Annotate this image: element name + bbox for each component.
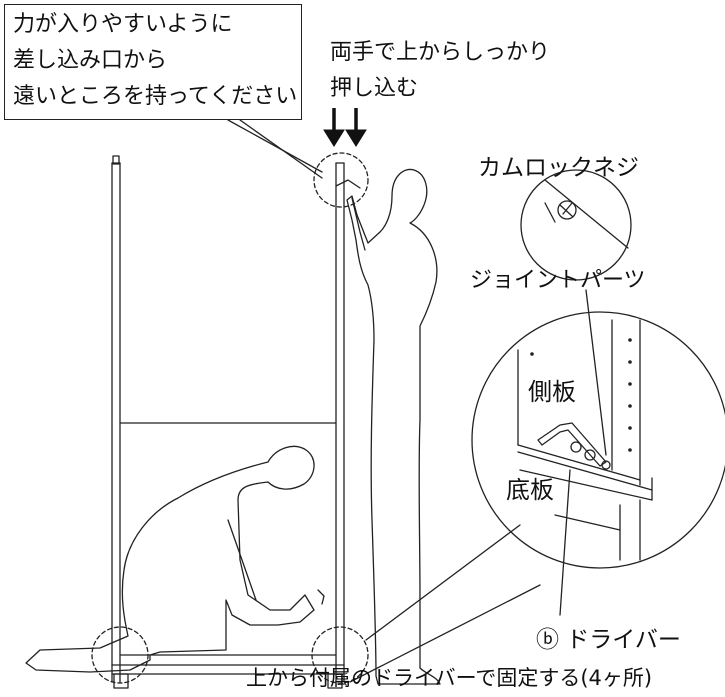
- push-down-arrows: [323, 108, 367, 147]
- cabinet-frame: [111, 155, 345, 689]
- fix-instruction-caption: 上から付属のドライバーで固定する(4ヶ所): [246, 666, 653, 690]
- cam-lock-hole: [570, 441, 582, 453]
- cam-lock-hole: [584, 449, 596, 461]
- standing-person-arm: [351, 197, 366, 251]
- panel-holes: [530, 338, 632, 452]
- kneeling-person: [25, 445, 315, 673]
- standing-person: [346, 168, 441, 685]
- callout-pointer-line: [239, 119, 323, 179]
- callout-line-1: 力が入りやすいように: [13, 12, 233, 37]
- lifted-shelf-grip: [335, 179, 361, 189]
- bottom-panel-label: 底板: [506, 476, 554, 504]
- right-corner-circle: [311, 626, 369, 684]
- driver-leader: [559, 469, 571, 616]
- kneeling-person-arm: [227, 519, 257, 601]
- cam-lock-hole: [601, 460, 611, 470]
- side-panel-label: 側板: [528, 378, 576, 406]
- zoom-leader-line: [365, 524, 521, 641]
- joint-parts-label: ジョイントパーツ: [470, 268, 646, 293]
- zoom-leader-line: [349, 584, 541, 683]
- left-corner-circle: [91, 626, 149, 684]
- magnified-joint-view: [471, 311, 725, 569]
- push-instruction-line-2: 押し込む: [330, 76, 419, 101]
- push-instruction-line-1: 両手で上からしっかり: [330, 40, 551, 65]
- callout-pointer-line: [227, 119, 323, 173]
- cam-lock-screw-label: カムロックネジ: [478, 155, 639, 181]
- joint-parts-leader: [585, 289, 607, 456]
- grip-tip-callout: 力が入りやすいように 差し込み口から 遠いところを持ってください: [4, 4, 302, 120]
- driver-tool: [317, 589, 325, 605]
- driver-label: ⓑ ドライバー: [536, 627, 681, 653]
- grip-detail-circle: [313, 152, 369, 208]
- cam-lock-detail: [520, 169, 632, 281]
- callout-line-3: 遠いところを持ってください: [13, 84, 298, 109]
- callout-line-2: 差し込み口から: [13, 48, 168, 73]
- hex-key: [537, 422, 607, 467]
